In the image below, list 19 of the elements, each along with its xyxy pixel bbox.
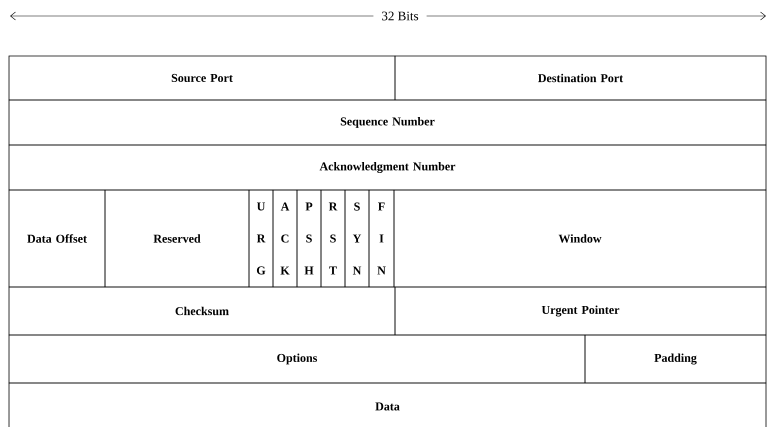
header-field: Checksum <box>8 286 396 336</box>
flag-cell: S Y N <box>344 190 370 288</box>
flag-cell: P S H <box>296 190 322 288</box>
header-field: Reserved <box>104 190 250 288</box>
header-field: Source Port <box>8 56 396 100</box>
header-field: Padding <box>584 334 766 384</box>
header-field: Options <box>8 334 586 384</box>
dimension-label: 32 Bits <box>373 10 427 22</box>
header-field: Sequence Number <box>8 100 766 146</box>
header-field: Window <box>394 190 766 288</box>
flag-cell: R S T <box>320 190 346 288</box>
header-field: Urgent Pointer <box>394 286 766 336</box>
flag-cell: U R G <box>248 190 274 288</box>
header-field: Acknowledgment Number <box>8 144 766 190</box>
flag-cell: F I N <box>368 190 394 288</box>
header-field: Destination Port <box>394 56 766 100</box>
flag-cell: A C K <box>272 190 298 288</box>
header-field: Data <box>8 382 766 427</box>
header-field: Data Offset <box>8 190 106 288</box>
